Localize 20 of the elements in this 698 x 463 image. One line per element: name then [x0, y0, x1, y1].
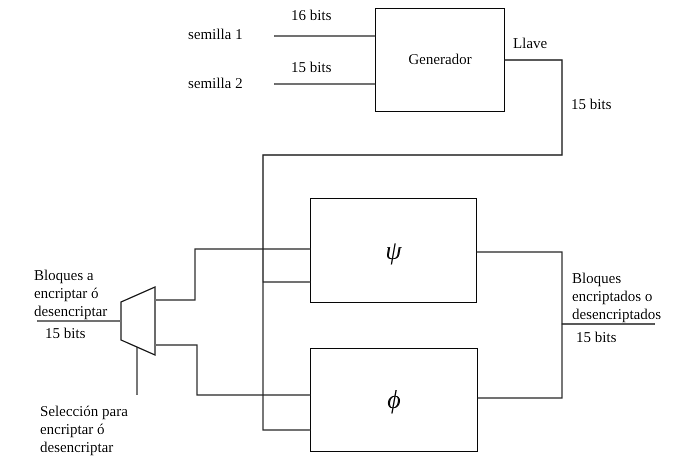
signal-label: semilla 1: [188, 26, 243, 44]
connector-line: [274, 35, 375, 37]
function-symbol: ψ: [385, 236, 402, 266]
connector-line: [478, 323, 655, 399]
connector-line: [136, 347, 138, 395]
signal-label: Bloques encriptados o desencriptados: [572, 270, 662, 324]
function-box: [310, 198, 477, 303]
function-box: [310, 348, 478, 452]
multiplexer-symbol: [120, 286, 156, 356]
connector-line: [156, 344, 310, 396]
function-symbol: ϕ: [387, 385, 401, 415]
connector-line: [156, 248, 310, 301]
connector-line: [262, 59, 563, 431]
connector-line: [274, 83, 375, 85]
signal-label: Bloques a encriptar ó desencriptar: [34, 267, 108, 321]
process-box: [375, 8, 505, 112]
signal-label: Selección para encriptar ó desencriptar: [40, 403, 129, 457]
signal-label: semilla 2: [188, 75, 243, 93]
box-label: Generador: [408, 51, 472, 69]
connector-line: [37, 320, 120, 322]
